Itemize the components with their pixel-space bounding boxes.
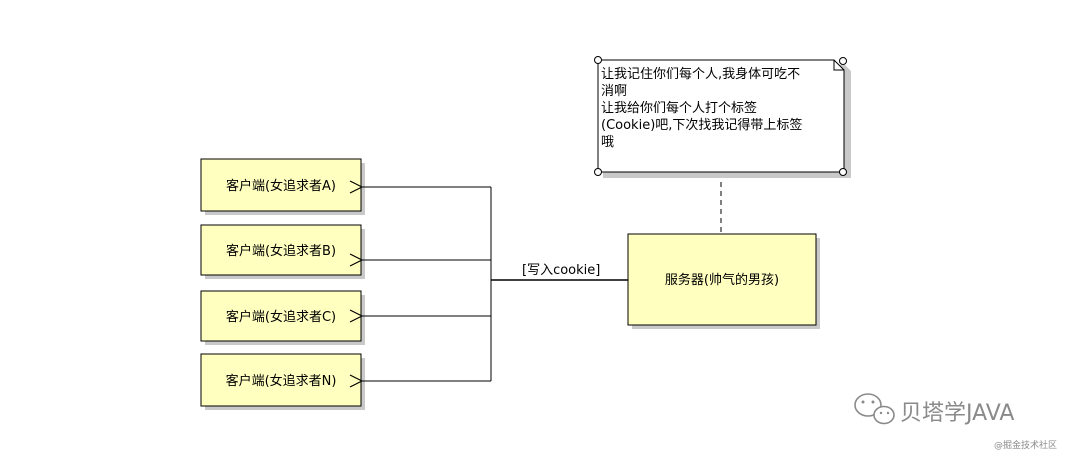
note-handle-top-left[interactable] xyxy=(594,56,602,64)
watermark: 贝塔学JAVA @掘金技术社区 xyxy=(854,393,1057,451)
note-fold xyxy=(833,60,844,71)
note-line-2: 消啊 xyxy=(601,84,627,99)
client-box-n: 客户端(女追求者N) xyxy=(200,353,365,410)
watermark-brand: 贝塔学JAVA xyxy=(900,401,1014,426)
note-line-5: 哦 xyxy=(601,135,614,150)
client-box-a: 客户端(女追求者A) xyxy=(200,158,365,215)
wechat-icon xyxy=(854,393,895,425)
note-shape xyxy=(597,59,845,173)
client-label-c: 客户端(女追求者C) xyxy=(226,309,336,325)
client-label-b: 客户端(女追求者B) xyxy=(226,243,336,259)
client-box-b: 客户端(女追求者B) xyxy=(200,224,365,279)
client-label-a: 客户端(女追求者A) xyxy=(226,178,336,194)
connector-label: [写入cookie] xyxy=(522,263,600,278)
note-line-4: (Cookie)吧,下次找我记得带上标签 xyxy=(601,117,802,133)
note-text: 让我记住你们每个人,我身体可吃不 消啊 让我给你们每个人打个标签 (Cookie… xyxy=(601,66,807,150)
client-box-c: 客户端(女追求者C) xyxy=(200,290,365,345)
connector-lines xyxy=(362,187,628,381)
watermark-source: @掘金技术社区 xyxy=(994,439,1057,451)
note-handle-bottom-right[interactable] xyxy=(839,168,847,176)
server-box: 服务器(帅气的男孩) xyxy=(627,233,820,329)
note-line-3: 让我给你们每个人打个标签 xyxy=(601,100,757,116)
note-handle-top-right[interactable] xyxy=(839,57,847,65)
note-handle-bottom-left[interactable] xyxy=(594,168,602,176)
server-label: 服务器(帅气的男孩) xyxy=(665,272,779,288)
note-line-1: 让我记住你们每个人,我身体可吃不 xyxy=(601,66,800,82)
note-box: 让我记住你们每个人,我身体可吃不 消啊 让我给你们每个人打个标签 (Cookie… xyxy=(594,56,851,178)
client-label-n: 客户端(女追求者N) xyxy=(226,373,337,389)
